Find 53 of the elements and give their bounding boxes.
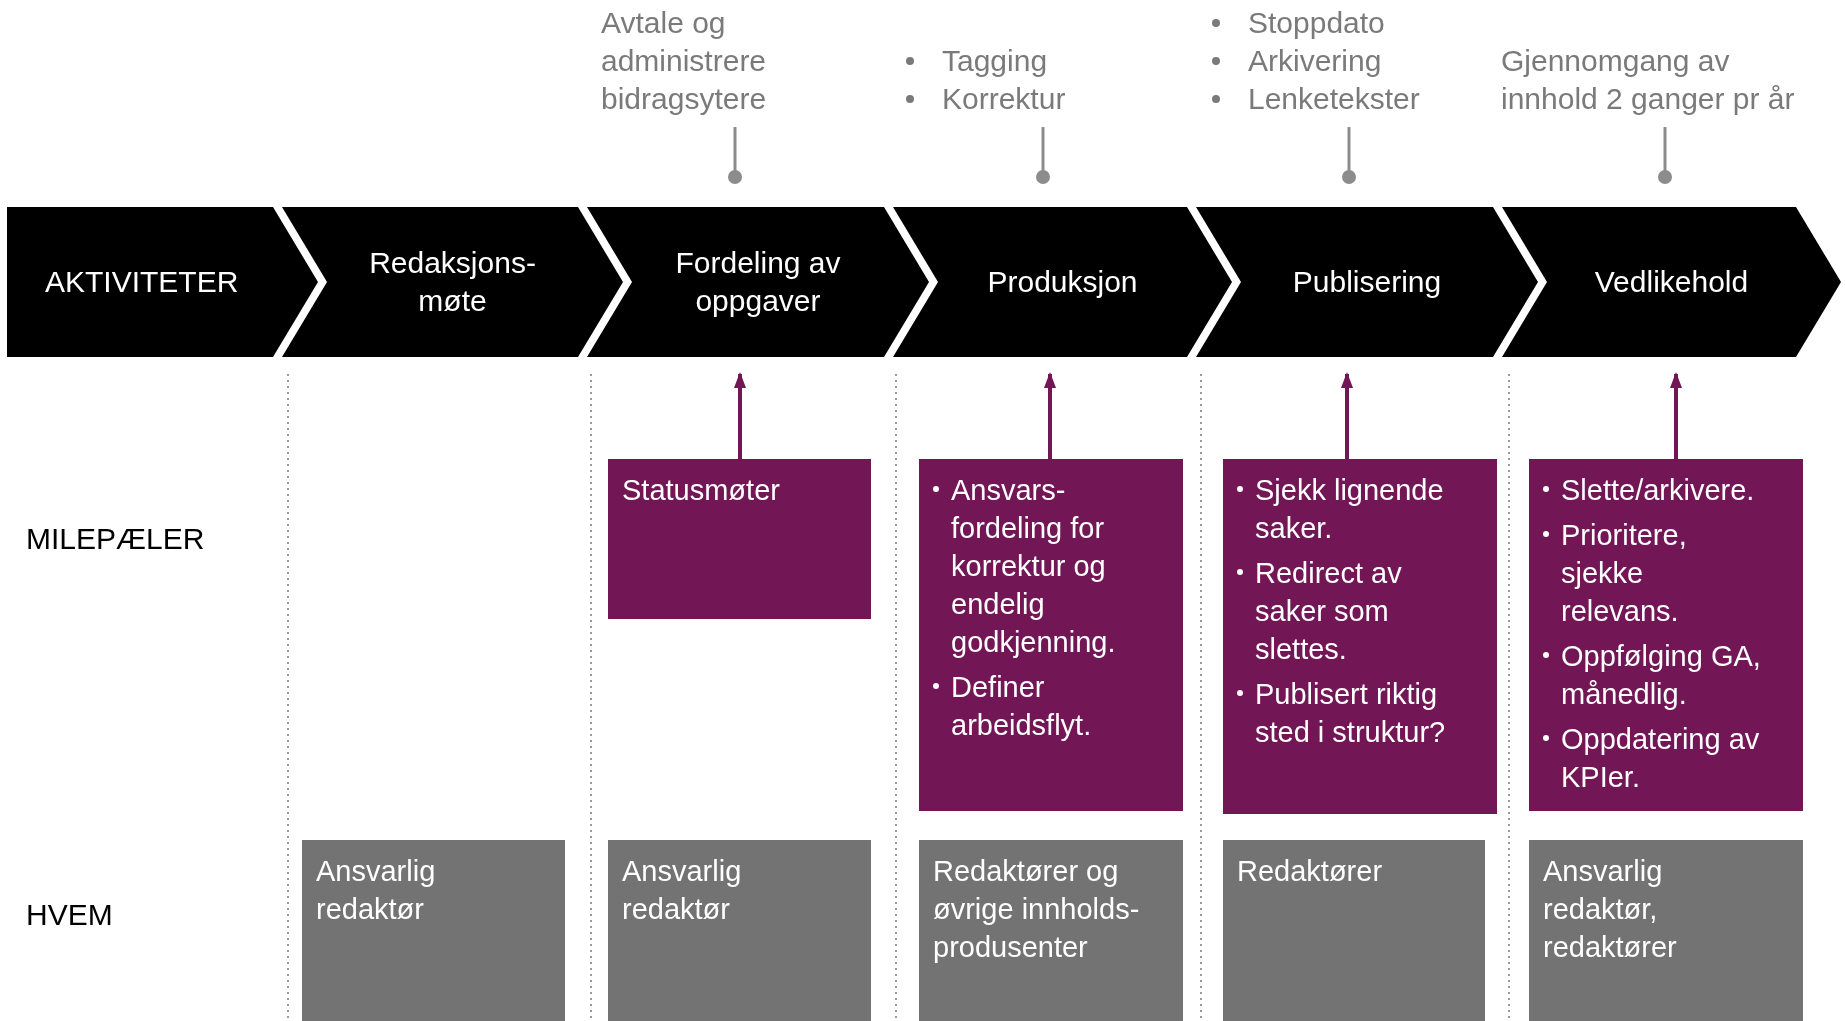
list-item: Tagging: [906, 42, 1106, 80]
step-label: Publisering: [1292, 264, 1442, 300]
chevron-step: [893, 207, 1232, 357]
chevron-step: [1196, 207, 1538, 357]
list-item: Prioritere, sjekke relevans.: [1543, 516, 1763, 630]
step-label: Produksjon: [987, 264, 1138, 300]
arrow: [1044, 372, 1056, 459]
milestone-box: [1223, 459, 1497, 814]
row-label: HVEM: [26, 898, 113, 932]
row-label: MILEPÆLER: [26, 522, 205, 556]
leader-line: [728, 127, 742, 184]
responsible-box: [302, 840, 565, 1021]
list-item: Definer arbeidsflyt.: [933, 668, 1143, 744]
responsible-box: [919, 840, 1183, 1021]
step-label: Vedlikehold: [1594, 264, 1749, 300]
chevron-step: [587, 207, 929, 357]
responsible-box: [1529, 840, 1803, 1021]
list-item: Oppfølging GA, månedlig.: [1543, 637, 1763, 713]
milestone-box: [1529, 459, 1803, 811]
leader-line: [1342, 127, 1356, 184]
chevron-step: [282, 207, 623, 357]
box-text: Ansvarlig redaktør: [622, 854, 743, 927]
arrow: [1670, 372, 1682, 459]
list-item: Arkivering: [1212, 42, 1452, 80]
list-item: Sjekk lignende saker.: [1237, 471, 1457, 547]
box-text: Ansvarlig redaktør, redaktører: [1543, 854, 1678, 965]
leader-line: [1658, 127, 1672, 184]
annotation-text: Gjennomgang av innhold 2 ganger pr år: [1501, 43, 1796, 117]
box-text: Ansvarlig redaktør: [316, 854, 437, 927]
step-label: Redaksjons- møte: [368, 245, 537, 319]
list-item: Slette/arkivere.: [1543, 471, 1763, 509]
list-item: Ansvars- fordeling for korrektur og endelig godkjenning.: [933, 471, 1143, 661]
list-item: Publisert riktig sted i struktur?: [1237, 675, 1457, 751]
step-label: AKTIVITETER: [45, 264, 235, 300]
list-item: Stoppdato: [1212, 4, 1452, 42]
milestone-box: [608, 459, 871, 619]
arrow: [734, 372, 746, 459]
step-label: Fordeling av oppgaver: [674, 245, 842, 319]
box-text: Statusmøter: [622, 473, 781, 508]
arrow: [1341, 372, 1353, 459]
responsible-box: [608, 840, 871, 1021]
annotation-text: Avtale og administrere bidragsytere: [601, 5, 768, 117]
list-item: Lenketekster: [1212, 80, 1452, 118]
chevron-step: [1502, 207, 1841, 357]
responsible-box: [1223, 840, 1485, 1021]
list-item: Oppdatering av KPIer.: [1543, 720, 1763, 796]
list-item: Redirect av saker som slettes.: [1237, 554, 1457, 668]
list-item: Korrektur: [906, 80, 1106, 118]
milestone-box: [919, 459, 1183, 811]
chevron-step: [7, 207, 318, 357]
box-text: Redaktører og øvrige innholds- produsenter: [933, 854, 1141, 965]
box-text: Redaktører: [1237, 854, 1384, 889]
leader-line: [1036, 127, 1050, 184]
